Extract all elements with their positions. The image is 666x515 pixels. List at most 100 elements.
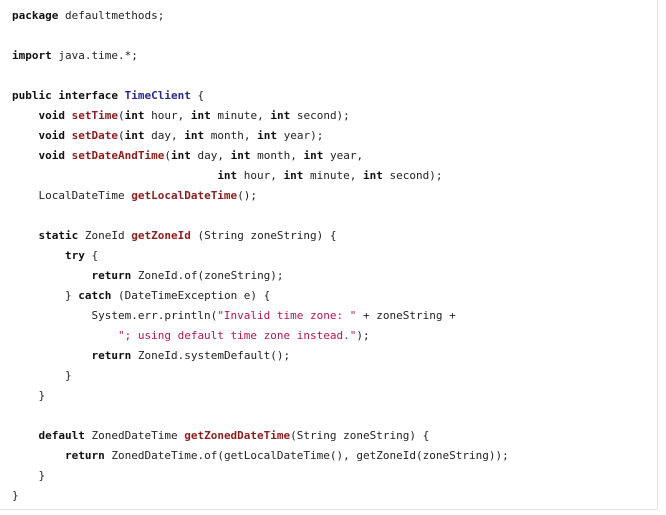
code-line: return ZoneId.of(zoneString);: [12, 266, 509, 286]
code-line: package defaultmethods;: [12, 6, 509, 26]
code-token: day,: [144, 129, 185, 142]
code-line: [12, 406, 509, 426]
code-token: [12, 449, 65, 462]
code-token: ZonedDateTime: [84, 429, 185, 442]
code-token-method: getLocalDateTime: [131, 189, 238, 202]
code-token: [12, 229, 39, 242]
code-token: defaultmethods;: [58, 9, 165, 22]
code-token: [12, 149, 39, 162]
code-line: int hour, int minute, int second);: [12, 166, 509, 186]
code-line: [12, 206, 509, 226]
code-line: "; using default time zone instead.");: [12, 326, 509, 346]
code-line: default ZonedDateTime getZonedDateTime(S…: [12, 426, 509, 446]
code-line: [12, 26, 509, 46]
code-token-kw: void: [38, 109, 66, 122]
code-token: }: [12, 469, 46, 482]
code-token: ();: [237, 189, 258, 202]
code-token: hour,: [237, 169, 284, 182]
code-token-kw: public: [12, 89, 52, 102]
code-line: System.err.println("Invalid time zone: "…: [12, 306, 509, 326]
code-block-frame: [0, 0, 658, 510]
code-line: }: [12, 466, 509, 486]
code-token: [12, 269, 91, 282]
code-line: }: [12, 486, 509, 506]
code-token-kw: void: [38, 149, 66, 162]
code-token: (DateTimeException e) {: [111, 289, 271, 302]
code-token: }: [12, 289, 79, 302]
code-token-method: setTime: [71, 109, 118, 122]
code-token-kw: int: [283, 169, 304, 182]
code-token-method: getZoneId: [131, 229, 191, 242]
code-token-kw: int: [190, 109, 211, 122]
code-token: {: [84, 249, 99, 262]
code-token-method: setDate: [71, 129, 118, 142]
code-token-kw: return: [91, 349, 132, 362]
code-token-kw: import: [12, 49, 52, 62]
code-token: }: [12, 489, 19, 502]
code-token: }: [12, 389, 46, 402]
code-line: LocalDateTime getLocalDateTime();: [12, 186, 509, 206]
code-line: return ZoneId.systemDefault();: [12, 346, 509, 366]
code-token-kw: catch: [78, 289, 112, 302]
code-line: }: [12, 366, 509, 386]
code-token: }: [12, 369, 72, 382]
code-token: java.time.*;: [51, 49, 138, 62]
code-token-kw: int: [363, 169, 383, 182]
code-token: + zoneString +: [356, 309, 456, 322]
code-token: ZoneId: [78, 229, 132, 242]
code-token: day,: [190, 149, 231, 162]
code-token-method: setDateAndTime: [71, 149, 165, 162]
code-token: second);: [382, 169, 443, 182]
code-line: void setDateAndTime(int day, int month, …: [12, 146, 509, 166]
code-token: ZonedDateTime.of(getLocalDateTime(), get…: [104, 449, 509, 462]
code-token-kw: interface: [58, 89, 118, 102]
code-token-kw: int: [270, 109, 291, 122]
code-token: ZoneId.of(zoneString);: [131, 269, 284, 282]
code-line: } catch (DateTimeException e) {: [12, 286, 509, 306]
code-token-kw: int: [303, 149, 324, 162]
code-token-kw: int: [124, 109, 145, 122]
code-token-kw: int: [170, 149, 191, 162]
code-token-kw: int: [124, 129, 145, 142]
code-token: [12, 129, 39, 142]
code-token: month,: [250, 149, 304, 162]
code-token-str: "; using default time zone instead.": [117, 329, 357, 342]
code-token: [12, 329, 118, 342]
code-line: void setDate(int day, int month, int yea…: [12, 126, 509, 146]
code-token: [12, 109, 39, 122]
code-token-kw: int: [230, 149, 251, 162]
code-token: [65, 129, 72, 142]
code-token: hour,: [144, 109, 191, 122]
code-token: (: [164, 149, 171, 162]
code-token-method: getZonedDateTime: [184, 429, 291, 442]
code-token: [12, 249, 65, 262]
code-token: [118, 89, 125, 102]
code-token: (: [117, 109, 125, 122]
code-token-kw: try: [64, 249, 85, 262]
code-block: package defaultmethods; import java.time…: [12, 6, 509, 506]
code-token: year,: [323, 149, 364, 162]
code-token: [65, 109, 72, 122]
code-token-kw: default: [38, 429, 85, 442]
code-line: }: [12, 386, 509, 406]
code-line: return ZonedDateTime.of(getLocalDateTime…: [12, 446, 509, 466]
code-token: minute,: [303, 169, 364, 182]
code-token-kw: int: [217, 169, 238, 182]
code-token: {: [190, 89, 205, 102]
code-line: try {: [12, 246, 509, 266]
code-token-kw: int: [257, 129, 277, 142]
code-token-kw: int: [184, 129, 205, 142]
code-token: year);: [276, 129, 324, 142]
code-line: [12, 66, 509, 86]
code-token: [12, 349, 91, 362]
code-token: );: [356, 329, 370, 342]
code-token-type: TimeClient: [124, 89, 191, 102]
code-token: second);: [290, 109, 350, 122]
code-token-kw: package: [12, 9, 59, 22]
code-token: ZoneId.systemDefault();: [131, 349, 291, 362]
code-token: month,: [204, 129, 258, 142]
code-token: LocalDateTime: [12, 189, 132, 202]
code-token: (String zoneString) {: [290, 429, 430, 442]
code-token: minute,: [210, 109, 271, 122]
code-token: System.err.println(: [12, 309, 218, 322]
